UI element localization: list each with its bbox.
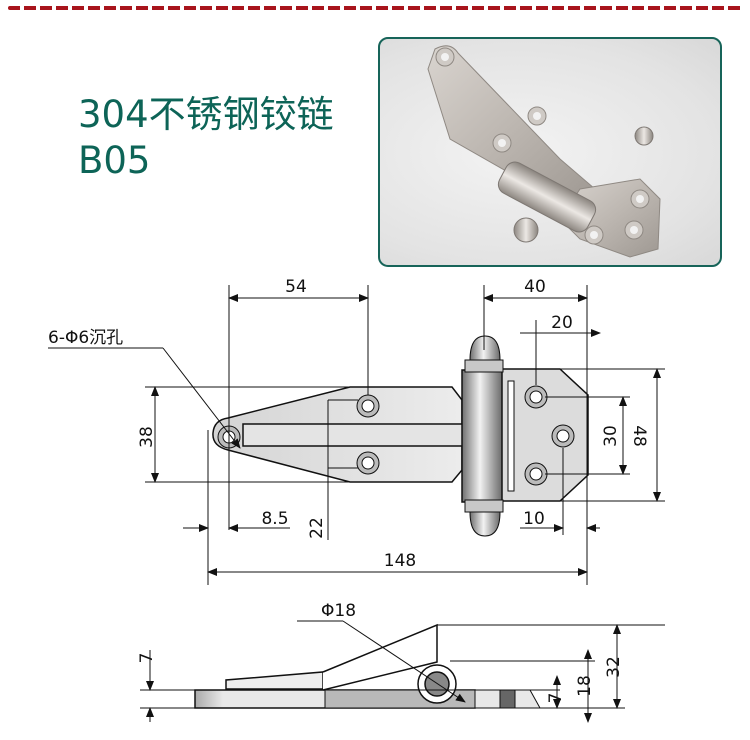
dim-38: 38	[137, 426, 157, 448]
dim-148: 148	[384, 551, 416, 571]
dim-22: 22	[307, 517, 327, 539]
title-material-name: 304不锈钢铰链	[78, 93, 334, 136]
title-model-code: B05	[78, 139, 151, 182]
top-view	[48, 285, 665, 585]
product-title: 304不锈钢铰链 B05	[78, 92, 334, 184]
top-view-labels: 54 40 20 6-Φ6沉孔 38 8.5 22 10 148 30 48	[48, 277, 649, 571]
dim-30: 30	[601, 425, 621, 447]
dim-10: 10	[523, 509, 545, 529]
decorative-dashed-border	[8, 6, 744, 10]
dim-pin-diameter: Φ18	[321, 601, 356, 621]
dim-54: 54	[285, 277, 307, 297]
dim-32: 32	[604, 656, 624, 678]
mounting-holes	[217, 385, 575, 486]
side-view	[140, 620, 665, 723]
dim-48: 48	[629, 425, 649, 447]
dim-18: 18	[575, 675, 595, 697]
dim-8-5: 8.5	[261, 509, 288, 529]
dim-7-right: 7	[546, 693, 566, 704]
dim-7-left: 7	[137, 653, 157, 664]
dim-40: 40	[524, 277, 546, 297]
dim-20: 20	[551, 313, 573, 333]
side-view-labels: Φ18 7 7 18 32	[137, 601, 624, 703]
product-photo	[378, 37, 722, 267]
hole-callout: 6-Φ6沉孔	[48, 328, 123, 348]
hinge-photo-illustration	[427, 45, 661, 258]
